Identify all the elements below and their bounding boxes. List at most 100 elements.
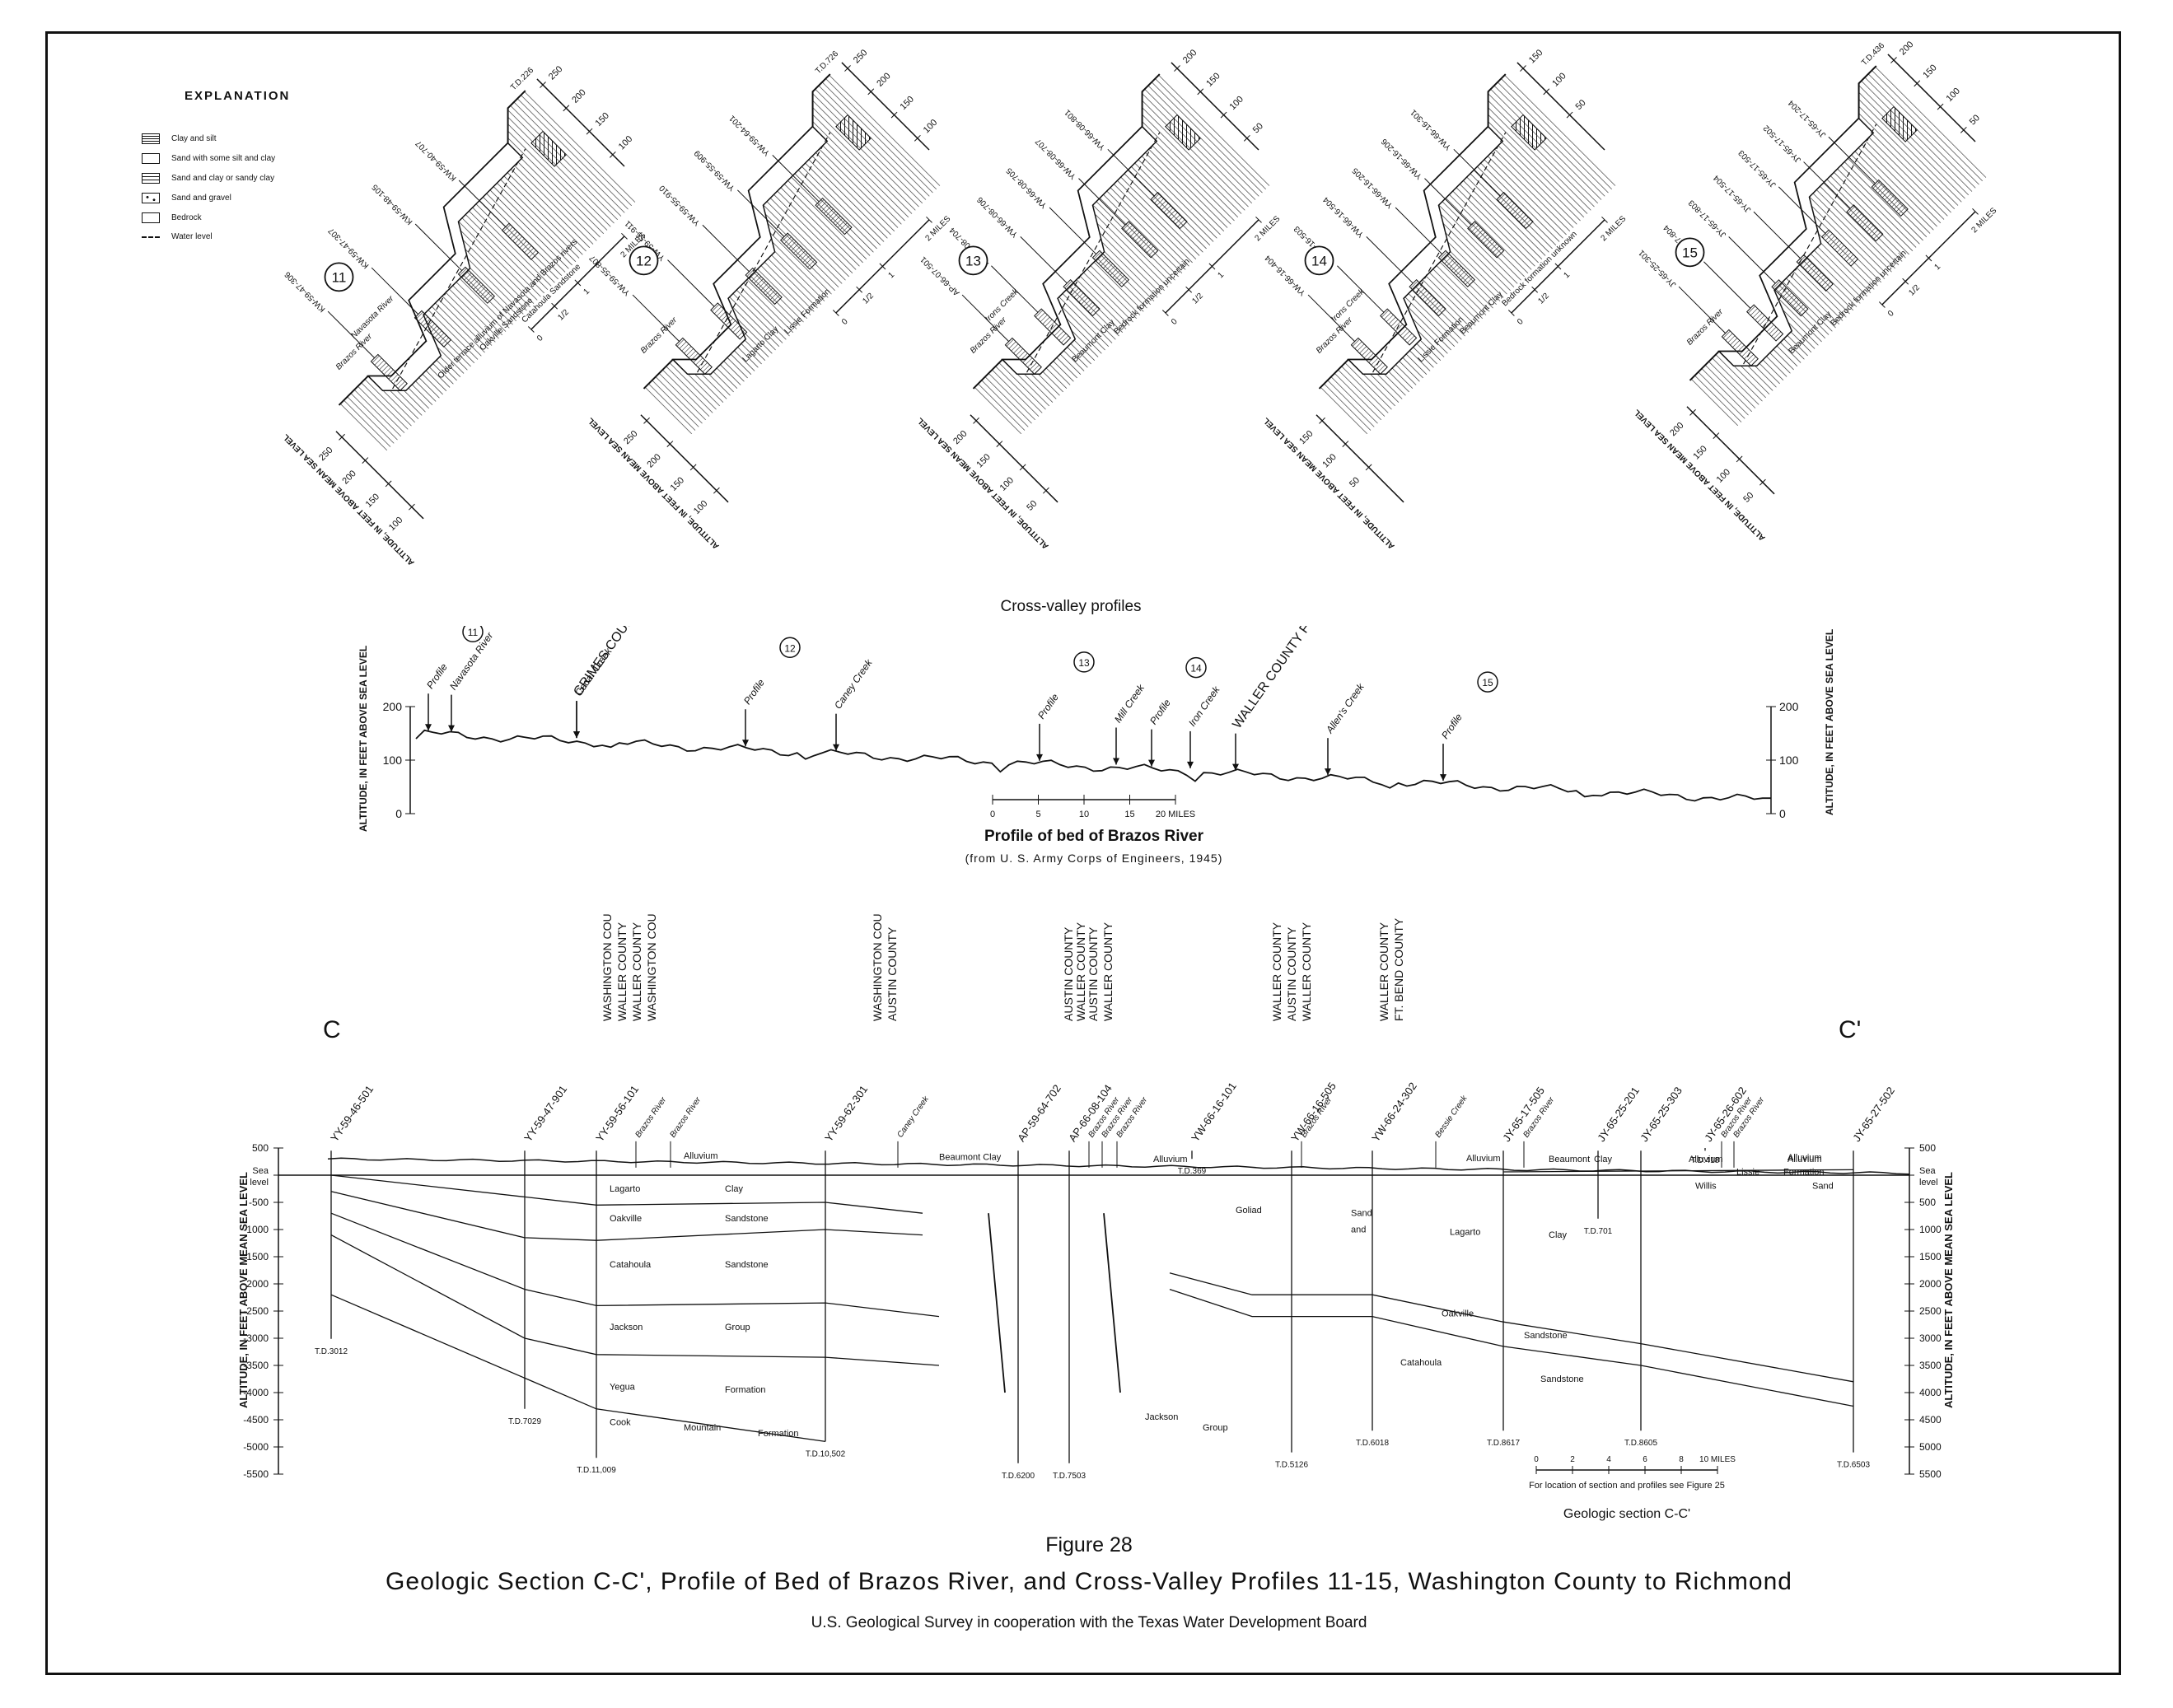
county-boundary-label: WALLER COUNTY (1377, 922, 1390, 1021)
marker-arrowhead (742, 740, 749, 747)
section-tick-label: -1000 (243, 1224, 269, 1235)
marker-number-circle (1477, 671, 1498, 693)
well-leader (458, 180, 507, 227)
section-well-label: YY-59-62-301 (822, 1083, 870, 1144)
bedrock-block (1165, 114, 1201, 151)
legend-item-bedrock: Bedrock (142, 212, 202, 223)
well-leader (991, 265, 1039, 313)
altitude-tick-label: 100 (1320, 452, 1338, 469)
formation-label: Alluvium (1787, 1155, 1822, 1164)
section-end-right: C' (1839, 1016, 1861, 1043)
profile-number: 14 (1311, 253, 1327, 268)
well-leader (1078, 178, 1126, 226)
section-scale-label: 6 (1643, 1455, 1647, 1464)
cross-valley-profile-14: YW-66-16-404YW-66-16-503YW-66-16-504YW-6… (1262, 48, 1629, 551)
section-tick-label: 2500 (1919, 1305, 1942, 1317)
section-tick-label: 2000 (1919, 1278, 1942, 1290)
cross-valley-profiles: KW-59-47-306KW-59-47-307KW-59-48-105KW-5… (282, 40, 1999, 567)
well-leader (961, 294, 1009, 343)
marker-arrowhead (425, 724, 432, 731)
section-well-label: JY-65-27-502 (1850, 1085, 1897, 1144)
river-profile-marker: Allen's Creek (1323, 680, 1367, 776)
section-tick-label: Sea (1919, 1166, 1936, 1176)
marker-number: 11 (468, 627, 479, 638)
altitude-tick (1736, 455, 1743, 463)
formation-contact-line (1169, 1272, 1854, 1383)
well-leader (702, 224, 750, 273)
well-label: YW-66-16-504 (1321, 194, 1366, 239)
river-label: Navasota River (349, 294, 396, 341)
formation-label: Sandstone (1524, 1331, 1568, 1341)
section-tick-label: 500 (1919, 1142, 1936, 1154)
well-column (1034, 308, 1072, 346)
river-profile-yaxis-label-right: ALTITUDE, IN FEET ABOVE SEA LEVEL (1824, 629, 1835, 815)
marker-arrowhead (1440, 774, 1446, 782)
miles-scale-label: 1 (582, 287, 592, 296)
miles-scale-tick (1925, 254, 1932, 262)
well-leader (1728, 236, 1776, 284)
legend-label: Sand and clay or sandy clay (171, 174, 275, 183)
formation-label: Yegua (610, 1383, 636, 1393)
river-profile-tick-label: 0 (395, 807, 402, 820)
right-altitude-tick (1960, 126, 1967, 133)
formation-label: Sand (1351, 1209, 1372, 1219)
right-altitude-tick-label: 250 (547, 64, 564, 82)
river-profile-marker: Iron Creek (1186, 684, 1222, 768)
miles-scale-tick (551, 302, 558, 310)
section-yaxis-label: ALTITUDE, IN FEET ABOVE MEAN SEA LEVEL (237, 1172, 250, 1408)
profile-number: 13 (965, 253, 981, 268)
well-column (1721, 329, 1759, 366)
well-column (414, 310, 451, 348)
miles-scale-label: 0 (1516, 317, 1526, 327)
altitude-tick-label: 150 (364, 492, 381, 509)
section-tick-label: -3000 (243, 1332, 269, 1344)
formation-label: Catahoula (610, 1260, 652, 1270)
section-td-label: T.D.701 (1584, 1227, 1613, 1236)
altitude-tick (1319, 417, 1325, 424)
section-tick-label: -2000 (243, 1278, 269, 1290)
section-td-label: T.D.8605 (1624, 1439, 1657, 1448)
well-label: YW-66-16-205 (1350, 166, 1395, 210)
well-label: YW-59-55-909 (693, 148, 737, 193)
fault-line (1103, 1213, 1121, 1393)
miles-scale-tick (1531, 286, 1539, 293)
profile-number: 15 (1682, 245, 1698, 260)
formation-label: Alluvium (1787, 1153, 1822, 1163)
well-label: JY-65-17-503 (1736, 147, 1778, 189)
well-label: KW-59-47-307 (326, 226, 371, 270)
miles-scale-tick (856, 286, 863, 293)
well-label: YW-66-08-705 (1004, 166, 1049, 210)
miles-scale-tick (574, 279, 582, 287)
formation-label: Group (1203, 1423, 1228, 1433)
right-altitude-tick (609, 151, 616, 158)
altitude-tick-label: 200 (951, 429, 969, 446)
well-leader (1828, 136, 1876, 184)
county-boundary-label: WASHINGTON COUNTY (871, 914, 884, 1021)
well-leader (1395, 207, 1443, 254)
right-altitude-tick-label: 100 (1550, 71, 1568, 88)
well-leader (772, 155, 820, 203)
section-tick-label: -2500 (243, 1305, 269, 1317)
section-tick-label: -5500 (243, 1468, 269, 1480)
miles-scale-tick (1507, 310, 1515, 316)
miles-scale-tick (1208, 263, 1216, 270)
right-altitude-tick-label: 200 (1898, 40, 1915, 57)
miles-scale-tick (1185, 286, 1193, 293)
formation-label: Sandstone (725, 1260, 769, 1270)
altitude-axis-label: ALTITUDE, IN FEET ABOVE MEAN SEA LEVEL (916, 416, 1051, 551)
marker-label: Iron Creek (1186, 684, 1222, 729)
section-well-label: YW-66-16-101 (1189, 1080, 1239, 1144)
well-leader (1424, 178, 1472, 226)
alluvium-fill (367, 142, 524, 391)
altitude-tick (1365, 464, 1372, 471)
county-boundary-label: WALLER COUNTY (615, 922, 629, 1021)
altitude-axis-label: ALTITUDE, IN FEET ABOVE MEAN SEA LEVEL (282, 432, 417, 567)
right-altitude-tick (1174, 65, 1180, 72)
formation-label: Lissie (1736, 1167, 1759, 1177)
well-label: JY-65-25-301 (1637, 248, 1678, 289)
well-leader (327, 310, 375, 359)
altitude-tick (973, 417, 979, 424)
miles-scale-tick (879, 263, 886, 270)
river-bed-line (415, 729, 1771, 802)
altitude-axis-label: ALTITUDE, IN FEET ABOVE MEAN SEA LEVEL (1262, 416, 1397, 551)
